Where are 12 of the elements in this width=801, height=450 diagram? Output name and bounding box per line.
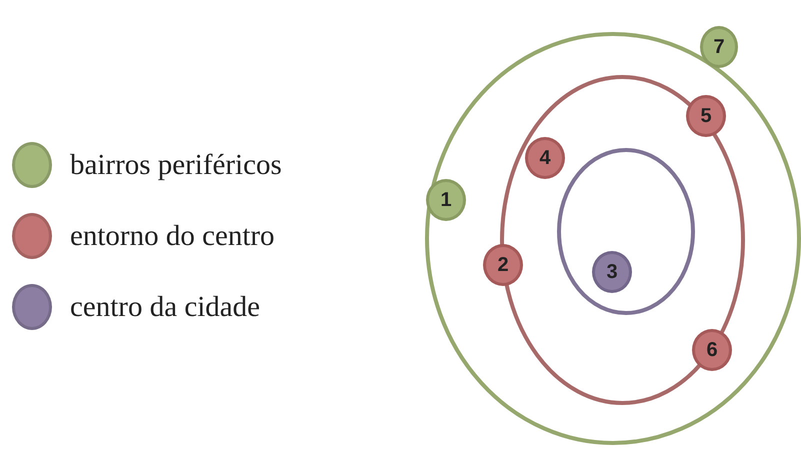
legend-label: bairros periféricos [70,148,282,182]
number-marker: 6 [692,329,732,371]
ring-outline [557,148,695,315]
number-marker: 4 [525,137,565,179]
legend-label: entorno do centro [70,220,275,252]
number-marker: 3 [592,251,632,293]
number-marker: 1 [426,179,466,221]
number-marker: 2 [483,244,523,286]
ring-outline [425,32,801,445]
number-marker: 5 [686,95,726,137]
number-marker: 7 [700,26,738,68]
legend-label: centro da cidade [70,290,260,324]
